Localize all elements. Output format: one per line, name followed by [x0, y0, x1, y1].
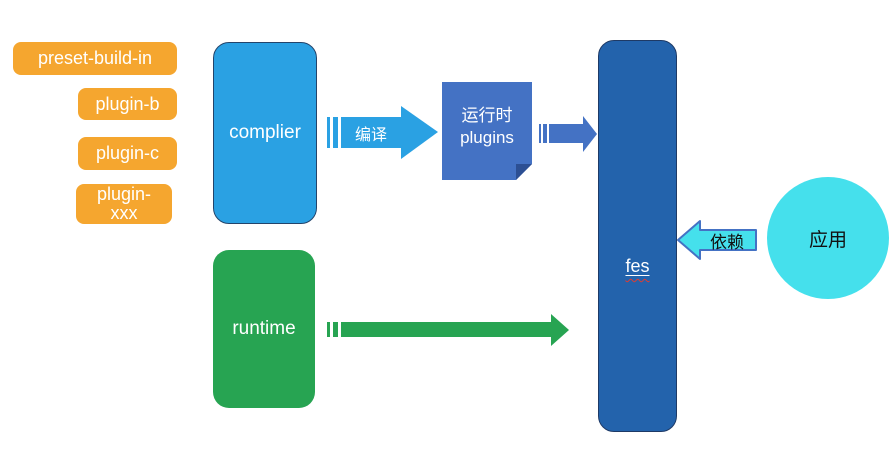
- left-arrow-shape: [677, 220, 757, 260]
- fes-node-label: fes: [599, 256, 676, 277]
- depend-arrow: 依赖: [676, 219, 758, 261]
- arrow-stripe: [539, 124, 541, 143]
- arrow-stripe: [333, 117, 338, 148]
- arrow-head: [401, 106, 438, 159]
- fes-text: fes: [625, 256, 650, 276]
- app-node: 应用: [767, 177, 889, 299]
- compile-arrow: 编译: [327, 106, 439, 159]
- runtime-node: runtime: [213, 250, 315, 408]
- plugin-chip-plugin-c: plugin-c: [78, 137, 177, 170]
- plugin-chip-label: plugin-b: [95, 93, 160, 114]
- runtime-plugins-line2: plugins: [460, 128, 514, 147]
- arrow-body: [549, 124, 583, 143]
- fes-node: fes: [598, 40, 677, 432]
- arrow-stripe: [327, 322, 330, 337]
- arrow-stripe: [327, 117, 330, 148]
- plugin-chip-plugin-b: plugin-b: [78, 88, 177, 120]
- runtime-node-label: runtime: [232, 318, 296, 339]
- depend-arrow-label: 依赖: [710, 232, 744, 252]
- plugin-chip-preset-build-in: preset-build-in: [13, 42, 177, 75]
- plugin-chip-label: plugin-c: [95, 143, 160, 163]
- arrow-body: [341, 322, 551, 337]
- plugin-chip-label: preset-build-in: [37, 48, 153, 68]
- plugin-chip-plugin-xxx: plugin-xxx: [76, 184, 172, 224]
- plugins-to-fes-arrow: [539, 116, 599, 152]
- arrow-head: [551, 314, 569, 346]
- arrow-stripe: [333, 322, 338, 337]
- runtime-plugins-line1: 运行时: [461, 106, 513, 125]
- compiler-node: complier: [213, 42, 317, 224]
- compiler-node-label: complier: [229, 122, 301, 143]
- compile-arrow-label: 编译: [341, 117, 401, 148]
- runtime-to-fes-arrow: [327, 314, 570, 346]
- plugin-chip-label: plugin-xxx: [96, 184, 152, 223]
- folded-corner: [516, 164, 532, 180]
- arrow-stripe: [543, 124, 547, 143]
- app-node-label: 应用: [808, 229, 847, 251]
- runtime-plugins-node: 运行时 plugins: [442, 82, 532, 180]
- arrow-head: [583, 116, 597, 152]
